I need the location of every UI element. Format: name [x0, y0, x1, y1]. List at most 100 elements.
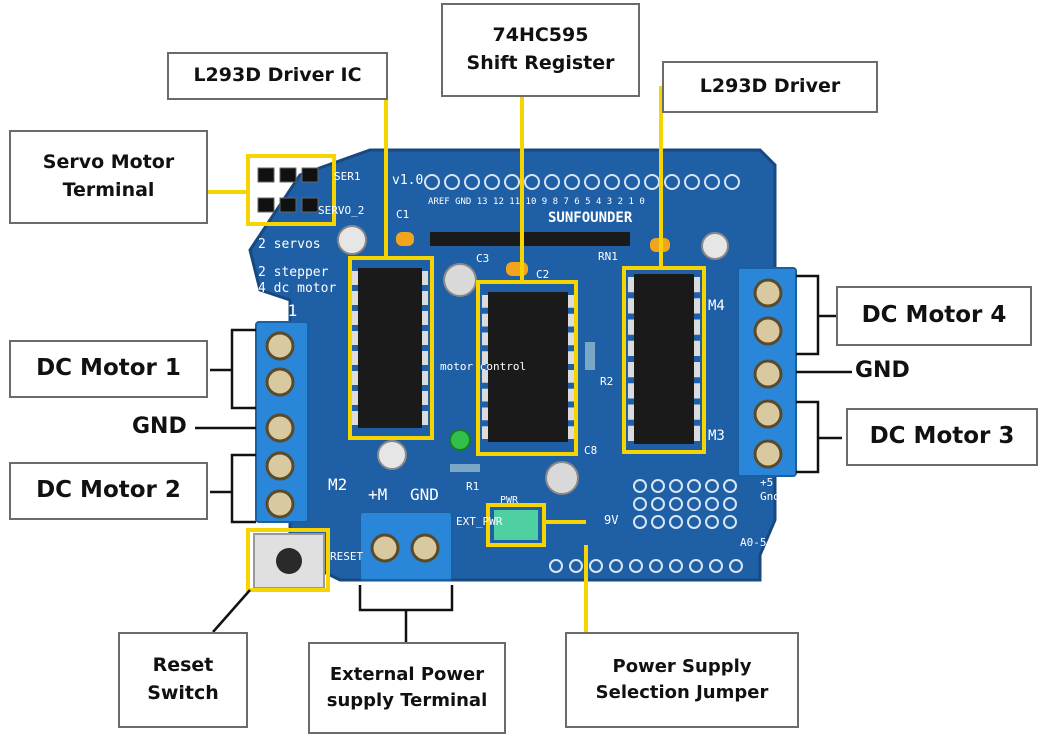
- label-dc-motor-4: DC Motor 4: [836, 286, 1032, 346]
- header-pin: [624, 174, 640, 190]
- chip-pin: [482, 388, 488, 402]
- power-jumper-body: [494, 510, 538, 540]
- yellow-capacitor-1: [396, 232, 414, 246]
- header-pin: [564, 174, 580, 190]
- chip-pin: [568, 332, 574, 346]
- header-pin: [604, 174, 620, 190]
- terminal-screw: [753, 359, 783, 389]
- green-led: [449, 429, 471, 451]
- chip-pin: [422, 411, 428, 425]
- header-pin: [687, 497, 701, 511]
- header-pin: [651, 479, 665, 493]
- header-pin: [705, 497, 719, 511]
- chip-pin: [628, 383, 634, 399]
- header-pin: [684, 174, 700, 190]
- chip-pin: [482, 351, 488, 364]
- board-motor-control: motor control: [440, 360, 526, 373]
- board-m4: M4: [708, 298, 725, 314]
- terminal-screw: [753, 278, 783, 308]
- header-pin: [723, 515, 737, 529]
- header-pin: [504, 174, 520, 190]
- terminal-screw: [265, 451, 295, 481]
- chip-pin: [352, 411, 358, 425]
- header-pin: [464, 174, 480, 190]
- board-servos: 2 servos: [258, 237, 321, 252]
- resistor-r2: [585, 342, 595, 370]
- chip-pin: [568, 388, 574, 402]
- header-pin: [633, 515, 647, 529]
- header-pin: [569, 559, 583, 573]
- header-pin: [444, 174, 460, 190]
- header-pin: [651, 497, 665, 511]
- board-reset: RESET: [330, 550, 363, 563]
- header-pin: [724, 174, 740, 190]
- servo-pin: [257, 197, 275, 213]
- highlight-l293d-left: [348, 256, 434, 440]
- board-c2: C2: [536, 268, 549, 281]
- resistor-network: [430, 232, 630, 246]
- chip-pin: [422, 271, 428, 285]
- chip-pin: [352, 271, 358, 285]
- terminal-screw: [265, 367, 295, 397]
- chip-pin: [422, 371, 428, 385]
- chip-pin: [694, 277, 700, 293]
- bracket-external-power: [358, 585, 454, 642]
- chip-pin: [482, 332, 488, 346]
- board-r2: R2: [600, 375, 613, 388]
- chip-pin: [352, 391, 358, 405]
- header-pin: [669, 515, 683, 529]
- chip-pin: [422, 311, 428, 325]
- chip-pin: [568, 426, 574, 439]
- capacitor-left: [377, 440, 407, 470]
- left-terminal-screws: [265, 331, 295, 519]
- chip-pin: [422, 291, 428, 305]
- servo-pin: [279, 167, 297, 183]
- terminal-screw: [265, 489, 295, 519]
- label-l293d-driver: L293D Driver: [662, 61, 878, 113]
- chip-pin: [694, 319, 700, 335]
- servo-pin: [279, 197, 297, 213]
- terminal-screw: [753, 439, 783, 469]
- board-rn1: RN1: [598, 250, 618, 263]
- chip-pin: [694, 404, 700, 420]
- l293d-ic-right-chip: [634, 274, 694, 444]
- header-pin: [705, 479, 719, 493]
- header-pin: [704, 174, 720, 190]
- chip-pin: [482, 295, 488, 308]
- chip-pin: [422, 331, 428, 345]
- header-pin: [589, 559, 603, 573]
- board-pwr: PWR: [500, 495, 519, 506]
- board-a05: A0-5: [740, 536, 767, 549]
- highlight-jumper: [486, 503, 546, 547]
- label-dc-motor-2: DC Motor 2: [9, 462, 208, 520]
- chip-pin: [352, 291, 358, 305]
- power-screw-1: [370, 533, 400, 563]
- servo-pin: [257, 167, 275, 183]
- chip-pin: [628, 340, 634, 356]
- chip-pin: [628, 425, 634, 441]
- chip-pins: [352, 271, 700, 441]
- chip-pin: [352, 371, 358, 385]
- board-m2: M2: [328, 475, 347, 494]
- servo-pin: [301, 167, 319, 183]
- header-pin: [544, 174, 560, 190]
- shift-register-chip: [488, 292, 568, 442]
- header-pin: [484, 174, 500, 190]
- header-pin: [729, 559, 743, 573]
- highlight-reset: [246, 528, 330, 592]
- chip-pin: [482, 426, 488, 439]
- header-pin: [669, 559, 683, 573]
- board-m1: M1: [278, 301, 297, 320]
- l293d-ic-left-chip: [358, 268, 422, 428]
- resistor-r1: [450, 464, 480, 472]
- header-pin: [424, 174, 440, 190]
- chip-pin: [628, 404, 634, 420]
- highlight-shift-register: [476, 280, 578, 456]
- header-pin: [669, 497, 683, 511]
- label-gnd-left: GND: [132, 414, 187, 439]
- board-brand: SUNFOUNDER: [548, 210, 633, 226]
- header-pin: [524, 174, 540, 190]
- header-pin: [723, 497, 737, 511]
- board-gnd: GND: [410, 485, 439, 504]
- chip-pin: [568, 313, 574, 327]
